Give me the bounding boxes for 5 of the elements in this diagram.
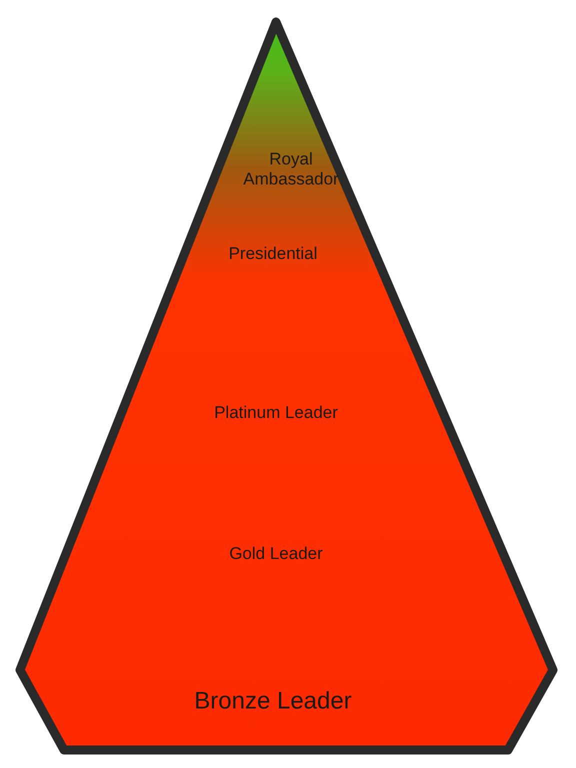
tier-label: Gold Leader (228, 544, 324, 564)
tier-label: Bronze Leader (193, 688, 353, 716)
tier-label: Presidential (228, 244, 318, 264)
tier-label: Platinum Leader (213, 402, 339, 424)
tier-label: Royal Ambassador (242, 150, 340, 190)
